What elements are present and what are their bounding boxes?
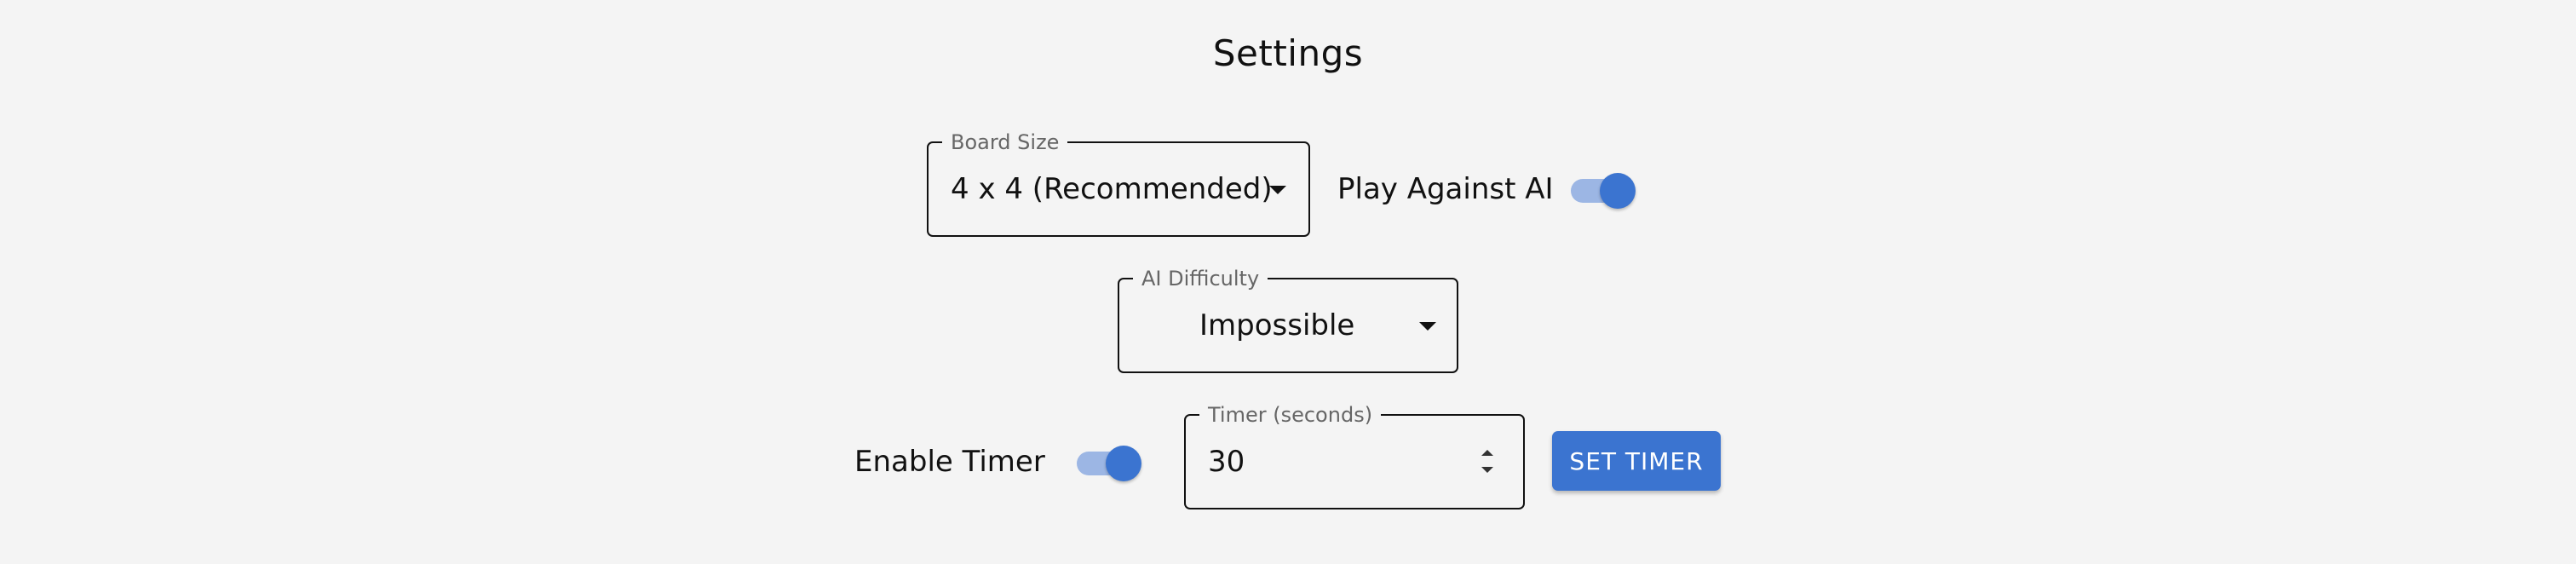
play-against-ai-label: Play Against AI	[1337, 172, 1554, 206]
spinner-arrows-icon[interactable]	[1479, 445, 1498, 479]
chevron-down-icon	[1269, 186, 1286, 194]
toggle-thumb	[1600, 173, 1636, 209]
ai-difficulty-select[interactable]: AI Difficulty Impossible	[1118, 267, 1458, 373]
timer-seconds-input[interactable]: Timer (seconds) 30	[1184, 403, 1525, 509]
set-timer-button[interactable]: SET TIMER	[1552, 431, 1721, 491]
decrement-arrow-icon[interactable]	[1481, 467, 1493, 473]
play-against-ai-toggle[interactable]	[1569, 169, 1636, 209]
board-size-select[interactable]: Board Size 4 x 4 (Recommended)	[927, 130, 1310, 237]
timer-seconds-label: Timer (seconds)	[1199, 403, 1382, 427]
enable-timer-label: Enable Timer	[854, 445, 1045, 479]
ai-difficulty-label: AI Difficulty	[1133, 267, 1268, 291]
timer-seconds-value: 30	[1208, 445, 1245, 479]
increment-arrow-icon[interactable]	[1481, 450, 1493, 456]
page-title: Settings	[1212, 32, 1364, 74]
ai-difficulty-value: Impossible	[1199, 308, 1355, 342]
toggle-thumb	[1106, 446, 1141, 481]
board-size-label: Board Size	[942, 130, 1068, 154]
enable-timer-toggle[interactable]	[1075, 441, 1141, 481]
board-size-value: 4 x 4 (Recommended)	[951, 172, 1273, 206]
chevron-down-icon	[1419, 322, 1436, 331]
